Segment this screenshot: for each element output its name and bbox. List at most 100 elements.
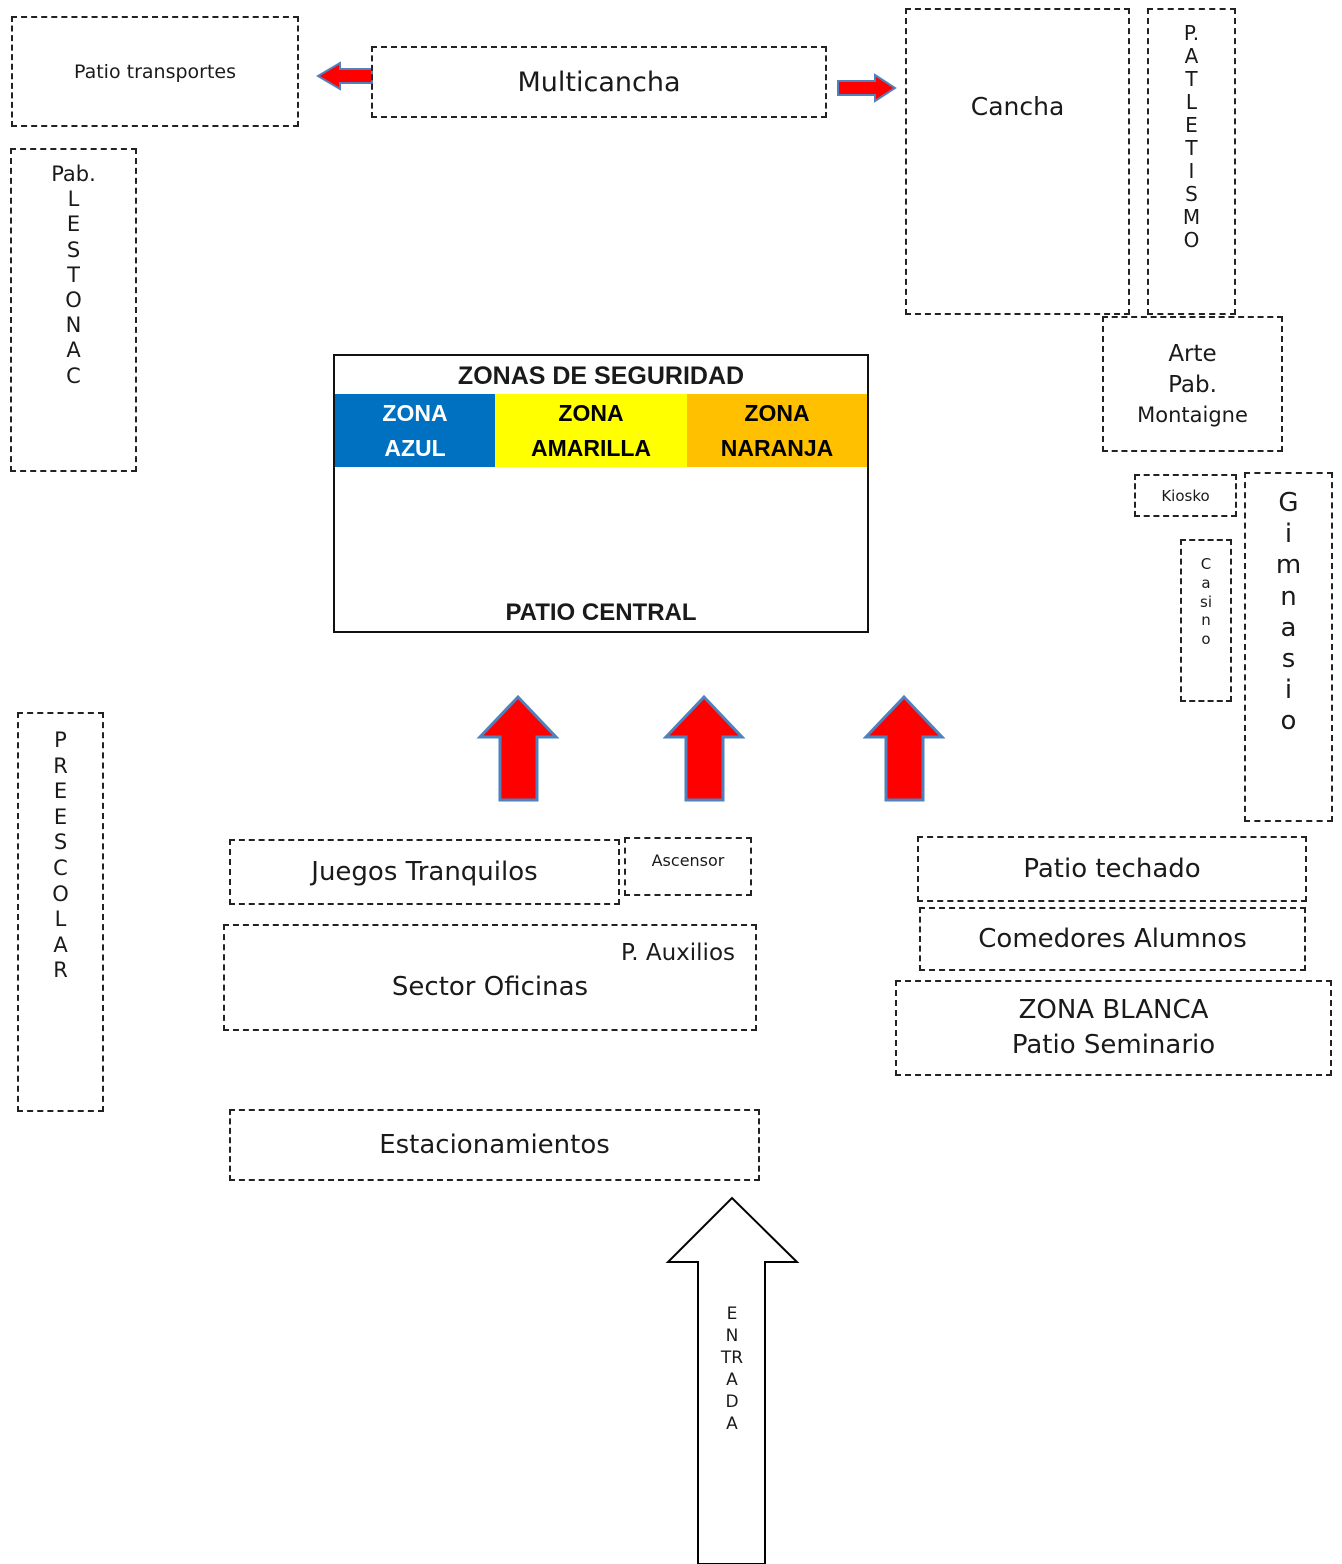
arte-label: Arte [1168, 340, 1217, 367]
zona-naranja: ZONA NARANJA [687, 394, 867, 467]
patio-transportes-box: Patio transportes [11, 16, 299, 127]
zona-amarilla-line: AMARILLA [530, 434, 652, 461]
arte-montaigne-label: Montaigne [1137, 402, 1248, 427]
p-auxilios-label: P. Auxilios [620, 940, 735, 966]
pab-lestonac-letter: E [66, 212, 81, 237]
p-atletismo-letter: I [1188, 159, 1195, 183]
estacionamientos-box: Estacionamientos [229, 1109, 760, 1181]
p-atletismo-letter: S [1185, 182, 1198, 206]
juegos-tranquilos-box: Juegos Tranquilos [229, 839, 620, 905]
preescolar-letter: E [53, 779, 68, 804]
cancha-label: Cancha [970, 92, 1065, 121]
p-atletismo-box: P. A T L E T I S M O [1147, 8, 1236, 315]
zona-naranja-line: ZONA [744, 399, 810, 426]
p-atletismo-letter: T [1185, 136, 1198, 160]
pab-lestonac-box: Pab. L E S T O N A C [10, 148, 137, 472]
entrada-arrow [665, 1196, 800, 1564]
gimnasio-letter: a [1280, 612, 1297, 643]
p-atletismo-letter: A [1184, 44, 1199, 68]
sector-oficinas-box: P. Auxilios Sector Oficinas [223, 924, 757, 1031]
preescolar-letter: O [52, 881, 69, 906]
cancha-box: Cancha [905, 8, 1130, 315]
entrada-letter: E [726, 1304, 738, 1324]
pab-lestonac-letter: A [66, 338, 81, 363]
multicancha-label: Multicancha [517, 66, 681, 98]
patio-seminario-label: Patio Seminario [1011, 1030, 1216, 1060]
gimnasio-letter: n [1280, 581, 1297, 612]
patio-techado-label: Patio techado [1023, 854, 1201, 884]
preescolar-letter: P [54, 728, 67, 752]
casino-box: C a si n o [1180, 539, 1232, 702]
pab-lestonac-letter: Pab. [51, 162, 96, 186]
casino-letter: o [1201, 630, 1211, 648]
pab-lestonac-letter: O [65, 287, 82, 312]
preescolar-letter: C [53, 856, 68, 881]
arrow-left-to-patio-transportes [316, 61, 373, 91]
entrada-letter: D [725, 1392, 739, 1413]
zona-blanca-label: ZONA BLANCA [1018, 994, 1209, 1025]
entrada-letter: A [726, 1414, 738, 1435]
p-atletismo-letter: E [1185, 113, 1198, 137]
p-atletismo-letter: O [1183, 228, 1200, 252]
zona-azul-line: AZUL [384, 434, 446, 461]
casino-letter: a [1201, 573, 1211, 592]
pab-lestonac-letter: C [66, 363, 81, 388]
entrada-letter: N [725, 1326, 739, 1347]
estacionamientos-label: Estacionamientos [379, 1130, 610, 1160]
entrada-letter: A [726, 1370, 738, 1391]
gimnasio-letter: i [1284, 519, 1293, 550]
gimnasio-box: G i m n a s i o [1244, 472, 1333, 822]
zona-azul-line: ZONA [382, 399, 448, 426]
zona-amarilla-line: ZONA [558, 399, 624, 426]
gimnasio-letter: i [1284, 675, 1293, 706]
preescolar-letter: R [53, 958, 68, 983]
zonas-title: ZONAS DE SEGURIDAD [457, 362, 745, 390]
zona-naranja-line: NARANJA [720, 434, 834, 461]
zona-amarilla: ZONA AMARILLA [495, 394, 687, 467]
pab-lestonac-letter: T [67, 262, 80, 287]
kiosko-box: Kiosko [1134, 474, 1237, 517]
arrow-right-to-cancha [837, 73, 897, 103]
arte-box: Arte Pab. Montaigne [1102, 316, 1283, 452]
pab-lestonac-letter: S [66, 237, 81, 262]
arrow-up-right [862, 694, 946, 802]
zona-azul: ZONA AZUL [335, 394, 495, 467]
kiosko-label: Kiosko [1161, 486, 1210, 505]
pab-lestonac-letter: L [67, 187, 80, 212]
entrada-label: E N TR A D A [700, 1303, 764, 1436]
juegos-tranquilos-label: Juegos Tranquilos [311, 857, 538, 887]
entrada-letter: TR [720, 1348, 744, 1369]
patio-central-label: PATIO CENTRAL [505, 599, 697, 626]
preescolar-letter: S [53, 830, 68, 855]
zonas-de-seguridad-table: ZONAS DE SEGURIDAD ZONA AZUL ZONA AMARIL… [333, 354, 869, 633]
p-atletismo-letter: T [1185, 67, 1198, 91]
arrow-up-center [662, 694, 746, 802]
preescolar-letter: E [53, 804, 68, 829]
pab-lestonac-letter: N [65, 313, 82, 338]
ascensor-box: Ascensor [624, 837, 752, 896]
zona-blanca-box: ZONA BLANCA Patio Seminario [895, 980, 1332, 1076]
ascensor-label: Ascensor [651, 851, 725, 870]
casino-letter: C [1200, 555, 1212, 573]
arrow-up-left [476, 694, 560, 802]
gimnasio-letter: s [1281, 643, 1296, 674]
p-atletismo-letter: P. [1183, 21, 1200, 45]
comedores-alumnos-box: Comedores Alumnos [919, 907, 1306, 971]
p-atletismo-letter: L [1185, 90, 1198, 114]
preescolar-letter: A [53, 932, 68, 957]
arte-pab-label: Pab. [1168, 371, 1217, 398]
casino-letter: si [1200, 592, 1212, 611]
gimnasio-letter: G [1278, 488, 1299, 518]
comedores-alumnos-label: Comedores Alumnos [978, 924, 1247, 954]
preescolar-letter: R [53, 753, 68, 778]
patio-techado-box: Patio techado [917, 836, 1307, 902]
casino-letter: n [1201, 611, 1211, 630]
p-atletismo-letter: M [1182, 205, 1201, 229]
gimnasio-letter: o [1280, 706, 1297, 737]
preescolar-letter: L [54, 907, 67, 932]
multicancha-box: Multicancha [371, 46, 827, 118]
patio-transportes-label: Patio transportes [73, 60, 237, 83]
sector-oficinas-label: Sector Oficinas [391, 972, 589, 1002]
preescolar-box: P R E E S C O L A R [17, 712, 104, 1112]
